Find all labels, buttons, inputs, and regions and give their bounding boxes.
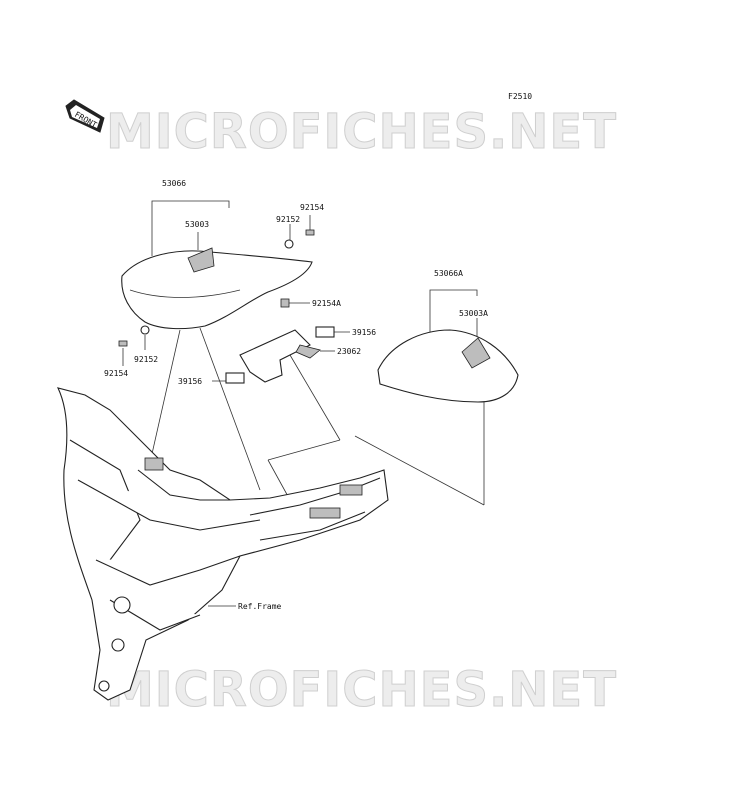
figure-code: F2510	[508, 92, 532, 101]
label-bracket: 23062	[337, 347, 361, 356]
rear-seat-part	[377, 329, 519, 403]
front-arrow-icon: FRONT	[65, 99, 105, 133]
label-bolt-mid: 92154A	[312, 299, 341, 308]
leader-lines	[122, 200, 485, 607]
label-collar-left: 92152	[134, 355, 158, 364]
label-seat-cover: 53003	[185, 220, 209, 229]
motorcycle-frame-part	[57, 387, 389, 701]
label-rear-seat-cover: 53003A	[459, 309, 488, 318]
label-seat-assy: 53066	[162, 179, 186, 188]
label-frame-ref: Ref.Frame	[238, 602, 282, 611]
watermark-bottom: MICROFICHES.NET	[106, 662, 617, 718]
bracket-part	[239, 329, 321, 383]
watermark-top: MICROFICHES.NET	[106, 104, 617, 160]
label-collar-top: 92152	[276, 215, 300, 224]
left-fasteners-icon	[118, 325, 150, 347]
top-bolt-icon	[284, 229, 315, 249]
label-rear-seat-assy: 53066A	[434, 269, 463, 278]
label-bolt-top: 92154	[300, 203, 324, 212]
damper-left-icon	[225, 372, 245, 384]
label-damper-left: 39156	[178, 377, 202, 386]
front-seat-part	[121, 247, 313, 330]
label-bolt-left: 92154	[104, 369, 128, 378]
damper-right-icon	[315, 326, 335, 338]
label-damper-right: 39156	[352, 328, 376, 337]
mid-bolt-icon	[280, 298, 290, 308]
